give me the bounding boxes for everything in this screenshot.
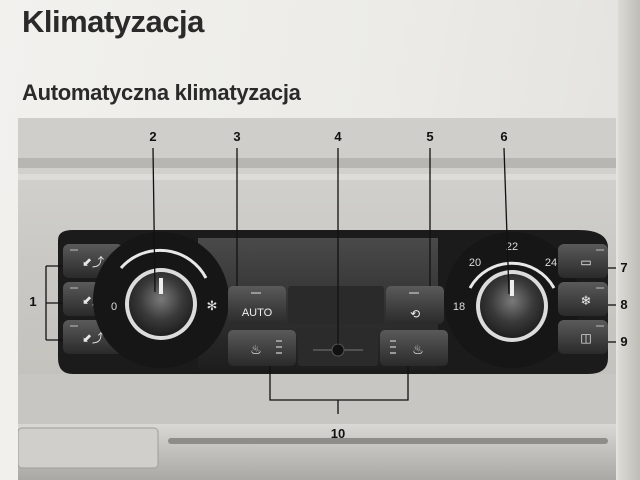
dash-line	[18, 158, 616, 168]
callout-3: 3	[233, 129, 241, 144]
air-distribution-icon: ⬋⤴	[82, 330, 104, 345]
climate-panel-photo: ⬋⤴ ⬋⤴ ⬋⤴ 0 ✻ AUTO ⟲	[18, 118, 616, 480]
rear-window-defrost-icon: ▭	[580, 255, 591, 269]
auto-button[interactable]	[228, 286, 286, 324]
fan-min-label: 0	[111, 301, 117, 313]
indicator-led	[70, 287, 78, 289]
auto-button-label: AUTO	[242, 307, 273, 319]
indicator-led	[251, 292, 261, 294]
knob-pointer	[159, 278, 163, 294]
temp-label-18: 18	[453, 301, 465, 313]
indicator-led	[390, 346, 396, 348]
page-edge	[618, 0, 640, 480]
indicator-led	[70, 249, 78, 251]
seat-heating-icon: ♨	[250, 343, 262, 358]
air-distribution-icon: ⬋⤴	[82, 254, 104, 269]
callout-4: 4	[334, 129, 342, 144]
windshield-defrost-icon: ◫	[580, 331, 591, 345]
ac-button[interactable]	[558, 282, 608, 316]
dash-highlight	[18, 174, 616, 180]
temperature-sensor	[331, 343, 345, 357]
lower-button-left	[18, 427, 159, 469]
temperature-scale-arc	[468, 261, 556, 289]
cd-slot	[168, 438, 608, 444]
indicator-led	[596, 325, 604, 327]
section-title: Automatyczna klimatyzacja	[22, 80, 301, 105]
front-defrost-button[interactable]	[558, 320, 608, 354]
indicator-led	[596, 287, 604, 289]
temp-label-22: 22	[506, 241, 518, 253]
recirculation-icon: ⟲	[410, 307, 420, 321]
indicator-led	[70, 325, 78, 327]
indicator-led	[276, 352, 282, 354]
indicator-led	[276, 346, 282, 348]
recirculation-button[interactable]	[386, 286, 444, 324]
page-title: Klimatyzacja	[22, 4, 204, 39]
knob-pointer	[510, 280, 514, 296]
indicator-led	[390, 352, 396, 354]
callout-5: 5	[426, 129, 434, 144]
temp-label-20: 20	[469, 257, 481, 269]
indicator-led	[390, 340, 396, 342]
indicator-led	[409, 292, 419, 294]
callout-7: 7	[620, 260, 628, 275]
snowflake-icon: ❄	[581, 294, 592, 309]
callout-9: 9	[620, 334, 628, 349]
callout-6: 6	[500, 129, 508, 144]
lower-dash	[18, 374, 616, 424]
callout-1: 1	[29, 294, 37, 309]
callout-10: 10	[330, 426, 346, 441]
callout-8: 8	[620, 297, 628, 312]
seat-heating-right-button[interactable]	[380, 330, 448, 366]
fan-icon: ✻	[207, 299, 218, 314]
callout-2: 2	[149, 129, 157, 144]
fan-scale-arc	[119, 248, 208, 279]
callout-lines	[45, 147, 616, 414]
indicator-led	[596, 249, 604, 251]
seat-heating-icon: ♨	[412, 343, 424, 358]
temperature-knob[interactable]	[480, 274, 544, 338]
temp-label-24: 24	[545, 257, 557, 269]
center-blank-button[interactable]	[288, 286, 384, 324]
seat-heating-left-button[interactable]	[228, 330, 296, 366]
climate-panel-illustration: ⬋⤴ ⬋⤴ ⬋⤴ 0 ✻ AUTO ⟲	[18, 118, 616, 480]
rear-defrost-button[interactable]	[558, 244, 608, 278]
indicator-led	[276, 340, 282, 342]
fan-speed-knob[interactable]	[129, 272, 193, 336]
dash-top-trim	[18, 118, 616, 158]
